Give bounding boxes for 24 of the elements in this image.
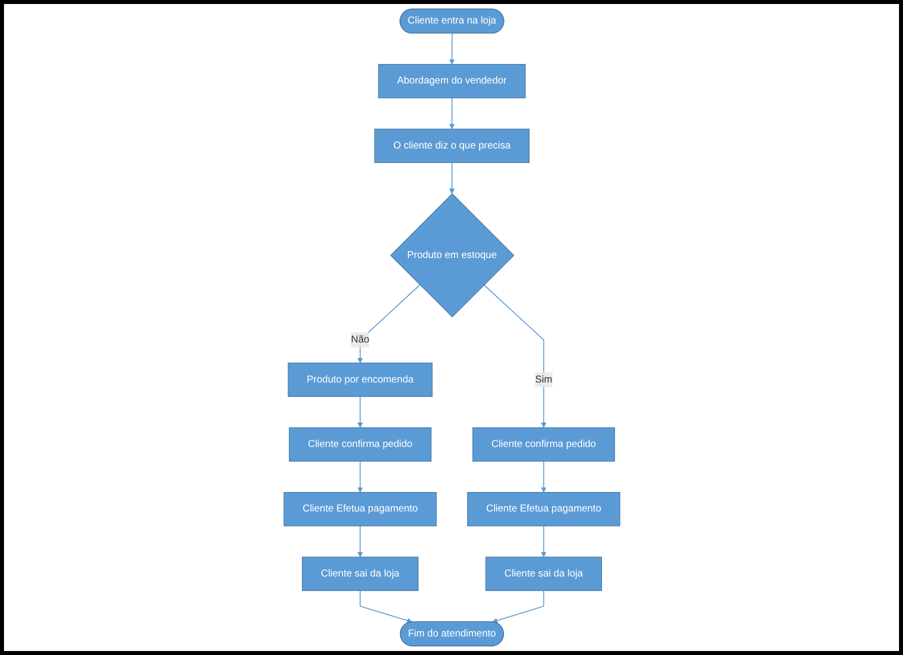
node-diamond: Produto em estoque: [390, 193, 514, 318]
node-box: Cliente sai da loja: [302, 556, 418, 591]
arrow: [357, 284, 420, 364]
edge-label: Não: [350, 334, 369, 345]
arrow: [357, 396, 362, 428]
node-box: Cliente confirma pedido: [288, 427, 431, 462]
node-box: Produto por encomenda: [287, 362, 432, 397]
arrow: [492, 590, 544, 624]
node-box: Cliente Efetua pagamento: [466, 492, 620, 526]
node-box: Abordagem do vendedor: [378, 64, 526, 98]
arrow: [448, 162, 454, 194]
arrow: [448, 97, 454, 130]
arrow: [448, 33, 454, 65]
node-box: Cliente confirma pedido: [472, 427, 614, 462]
arrow: [357, 525, 362, 558]
arrow: [540, 460, 546, 493]
arrow: [540, 525, 546, 558]
arrow: [359, 590, 412, 624]
arrow: [483, 284, 546, 428]
node-box: Cliente Efetua pagamento: [283, 492, 436, 526]
node-box: Cliente sai da loja: [485, 556, 602, 591]
edge-label: Sim: [534, 374, 552, 385]
node-box: O cliente diz o que precisa: [374, 128, 530, 163]
arrow: [357, 460, 362, 493]
